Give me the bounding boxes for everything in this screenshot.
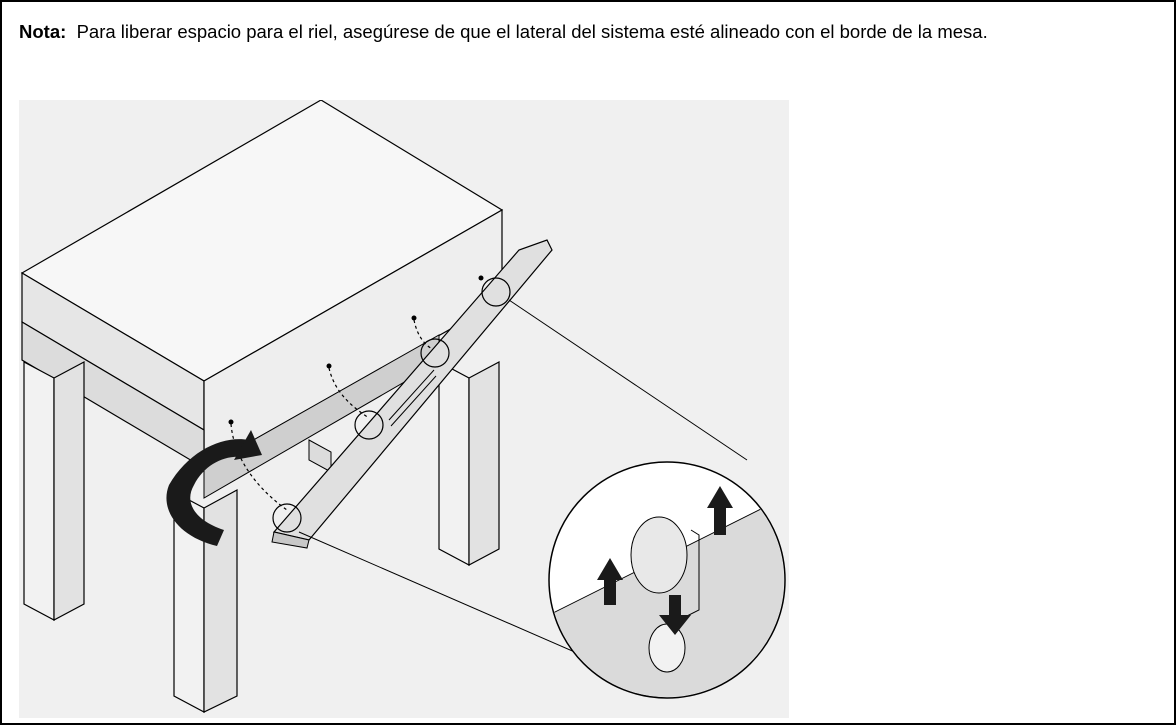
note-label: Nota:: [19, 21, 67, 42]
table-leg-right: [438, 361, 470, 566]
rotate-arrow-icon: [166, 439, 249, 546]
note-text: Nota: Para liberar espacio para el riel,…: [19, 18, 1159, 45]
alignment-guides: [230, 319, 435, 511]
table-leg-left: [23, 361, 55, 621]
rail-installation-figure: [19, 99, 789, 718]
up-arrow-icon: [707, 486, 733, 535]
zoom-detail: [548, 461, 786, 699]
up-arrow-icon: [597, 558, 623, 605]
rail: [271, 239, 553, 549]
down-arrow-icon: [659, 595, 691, 635]
rail-hook-circles: [272, 277, 511, 533]
rail-installation-illustration: [19, 99, 789, 718]
note-body: Para liberar espacio para el riel, asegú…: [76, 21, 988, 42]
mounting-studs: [228, 275, 484, 425]
